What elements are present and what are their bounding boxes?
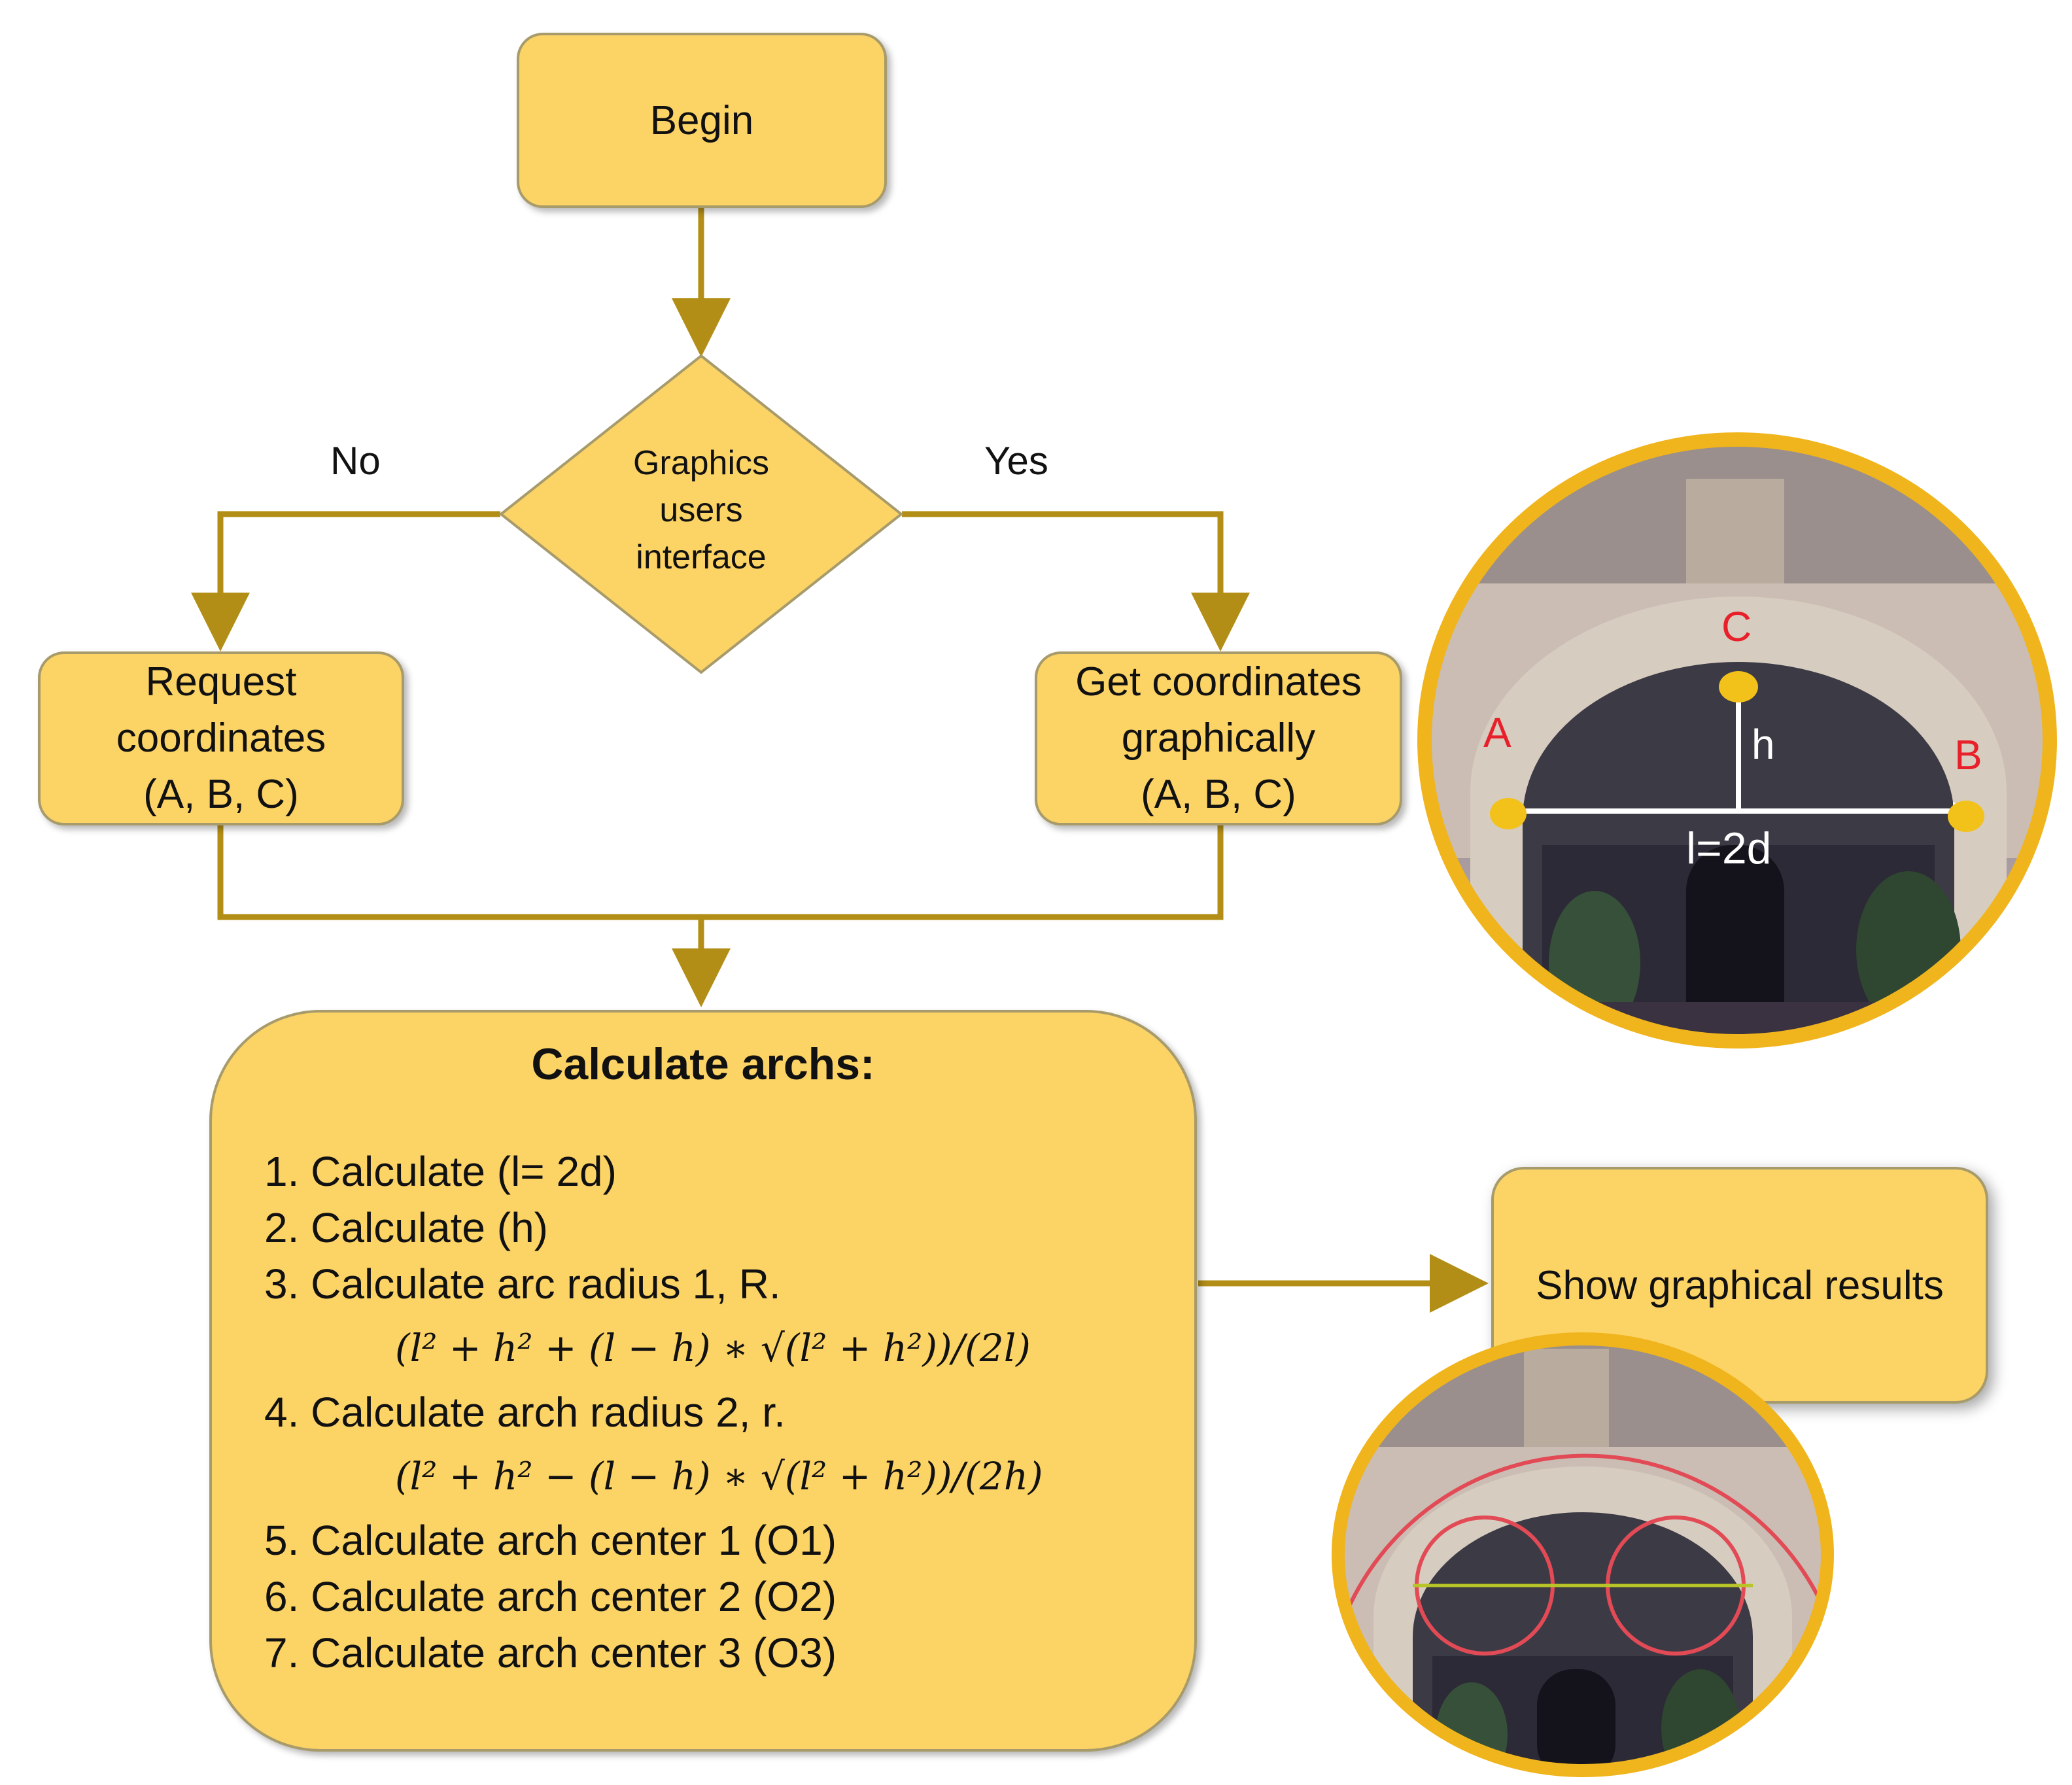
decision-line-3: interface bbox=[636, 538, 767, 576]
decision-line-2: users bbox=[659, 491, 743, 529]
get-line-1: Get coordinates bbox=[1075, 659, 1362, 704]
get-line-3: (A, B, C) bbox=[1141, 772, 1296, 817]
formula-R: (l² + h² + (l − h) ∗ √(l² + h²))/(2l) bbox=[395, 1326, 1031, 1370]
label-c: C bbox=[1721, 603, 1752, 650]
get-line-2: graphically bbox=[1121, 716, 1316, 761]
step-2: 2. Calculate (h) bbox=[264, 1204, 548, 1251]
label-b: B bbox=[1954, 731, 1982, 778]
get-coordinates-node: Get coordinates graphically (A, B, C) bbox=[1035, 651, 1402, 825]
measurement-overlay: A B C h l=2d bbox=[1483, 603, 1984, 873]
branch-no-label: No bbox=[330, 439, 381, 483]
calculate-steps-list: 1. Calculate (l= 2d) 2. Calculate (h) 3.… bbox=[264, 1143, 1043, 1681]
decision-line-1: Graphics bbox=[632, 444, 770, 482]
step-5: 5. Calculate arch center 1 (O1) bbox=[264, 1517, 837, 1564]
begin-label: Begin bbox=[649, 97, 754, 143]
request-line-2: coordinates bbox=[116, 716, 326, 761]
decision-node bbox=[498, 354, 904, 674]
step-6: 6. Calculate arch center 2 (O2) bbox=[264, 1573, 837, 1620]
arch-photo-result bbox=[1332, 1332, 1834, 1777]
point-a-marker bbox=[1490, 798, 1527, 829]
request-line-3: (A, B, C) bbox=[143, 772, 299, 817]
step-7: 7. Calculate arch center 3 (O3) bbox=[264, 1629, 837, 1676]
decision-label: Graphics users interface bbox=[576, 440, 827, 581]
label-a: A bbox=[1483, 709, 1511, 756]
label-h: h bbox=[1752, 721, 1775, 768]
step-4: 4. Calculate arch radius 2, r. bbox=[264, 1389, 786, 1436]
point-c-marker bbox=[1719, 671, 1758, 702]
begin-node: Begin bbox=[517, 33, 887, 208]
request-line-1: Request bbox=[145, 659, 297, 704]
calculate-archs-title: Calculate archs: bbox=[531, 1039, 875, 1089]
arrow-yes-branch bbox=[902, 511, 1250, 651]
formula-r: (l² + h² − (l − h) ∗ √(l² + h²))/(2h) bbox=[395, 1454, 1043, 1499]
step-3: 3. Calculate arc radius 1, R. bbox=[264, 1260, 781, 1308]
show-results-label: Show graphical results bbox=[1536, 1262, 1944, 1308]
fitted-arcs-overlay bbox=[1345, 1453, 1827, 1655]
merge-line bbox=[217, 825, 1224, 920]
arch-photo-input: A B C h l=2d bbox=[1417, 432, 2057, 1048]
calculate-archs-node: Calculate archs: 1. Calculate (l= 2d) 2.… bbox=[209, 1010, 1197, 1752]
step-1: 1. Calculate (l= 2d) bbox=[264, 1148, 617, 1195]
label-l: l=2d bbox=[1686, 823, 1771, 873]
arrow-no-branch bbox=[191, 511, 500, 651]
request-node: Request coordinates (A, B, C) bbox=[38, 651, 404, 825]
branch-yes-label: Yes bbox=[984, 439, 1048, 483]
point-b-marker bbox=[1948, 801, 1984, 832]
